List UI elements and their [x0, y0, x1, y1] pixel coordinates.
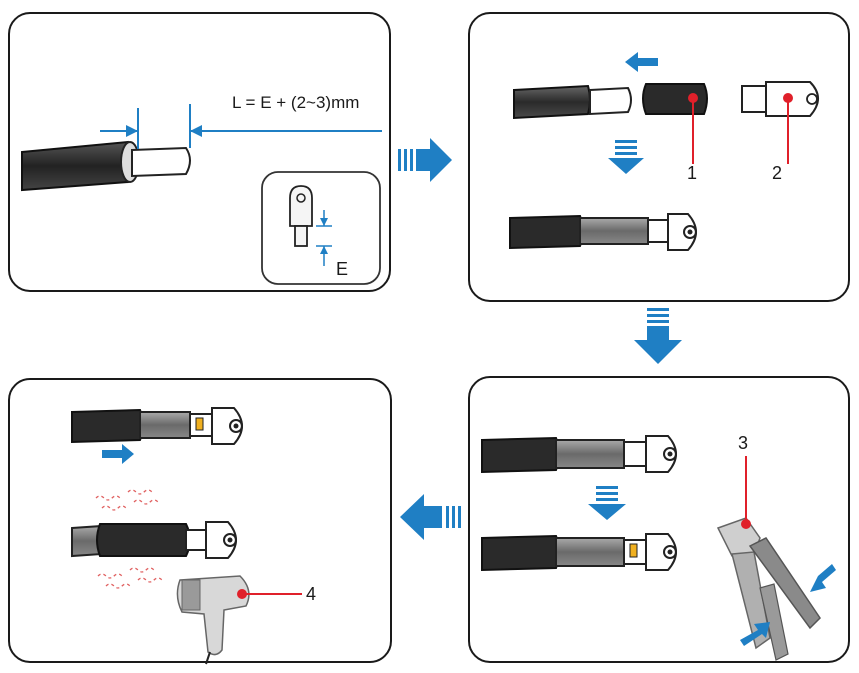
flow-arrow-down	[634, 308, 682, 364]
cable-after-crimp	[481, 533, 677, 572]
heat-gun-icon	[176, 575, 250, 665]
ot-terminal	[741, 81, 819, 117]
lug-inset-drawing	[289, 185, 332, 266]
callout-1-label: 1	[687, 163, 698, 183]
flow-arrow-right	[398, 138, 452, 182]
length-formula: L = E + (2~3)mm	[232, 93, 360, 112]
assemble-lug-illustration	[509, 52, 819, 251]
strip-cable-illustration	[21, 104, 382, 285]
move-left-arrow	[625, 52, 658, 72]
heat-shrink-illustration	[71, 407, 302, 665]
step-4-panel: 4	[8, 378, 392, 665]
callout-4-marker	[237, 589, 302, 599]
inset-e-label: E	[336, 259, 349, 279]
length-dimension	[100, 104, 382, 149]
lug-inset	[261, 171, 381, 285]
down-arrow	[608, 140, 644, 174]
step-1-panel: L = E + (2~3)mm E	[8, 12, 391, 292]
step-2-panel: 1 2	[468, 12, 850, 302]
exposed-conductor	[131, 146, 191, 178]
cable-insulation	[21, 140, 132, 192]
cable-before-shrink	[71, 407, 243, 445]
callout-2-marker	[783, 93, 793, 164]
callout-1-marker	[688, 93, 698, 164]
slide-right-arrow	[102, 444, 134, 464]
crimping-tool-icon	[716, 517, 821, 661]
callout-3-label: 3	[738, 433, 749, 453]
callout-4-label: 4	[306, 584, 317, 604]
crimp-illustration	[481, 435, 836, 661]
down-arrow-crimp	[588, 486, 626, 520]
squeeze-arrows	[740, 564, 836, 646]
flow-arrow-left	[400, 494, 461, 540]
cable-before-crimp	[481, 435, 677, 474]
heat-waves	[95, 489, 163, 589]
callout-2-label: 2	[772, 163, 783, 183]
assembled-cable	[509, 213, 697, 251]
step-3-panel: 3	[468, 376, 850, 663]
callout-3-marker	[741, 456, 751, 529]
cable-segment	[513, 84, 591, 120]
heat-shrink-tube	[642, 83, 708, 115]
cable-after-shrink	[71, 521, 237, 559]
